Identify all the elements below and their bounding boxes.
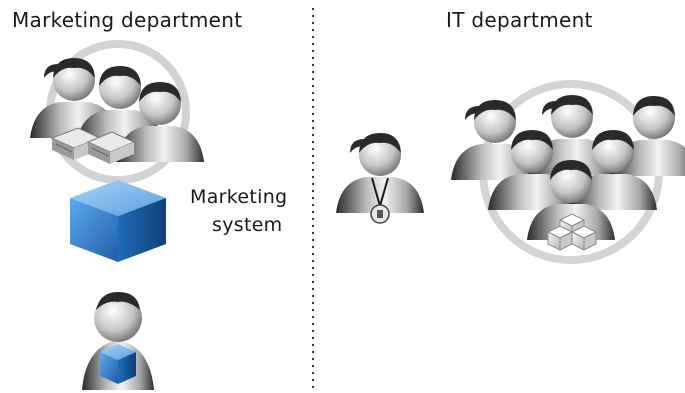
marketing-team-group xyxy=(30,40,204,184)
system-cube-icon xyxy=(70,180,166,262)
it-department-title: IT department xyxy=(446,8,593,32)
person-icon xyxy=(336,133,424,213)
system-owner-person xyxy=(82,292,154,390)
it-liaison-person xyxy=(336,133,424,224)
money-stack-icon xyxy=(50,127,136,164)
id-badge-icon xyxy=(370,204,390,224)
system-cube-icon xyxy=(100,344,136,384)
marketing-system-label-line1: Marketing xyxy=(190,186,288,208)
marketing-department-title: Marketing department xyxy=(12,8,243,32)
marketing-system-label-line2: system xyxy=(212,214,283,236)
it-team-group xyxy=(451,80,685,264)
box-stack-icon xyxy=(546,213,598,251)
